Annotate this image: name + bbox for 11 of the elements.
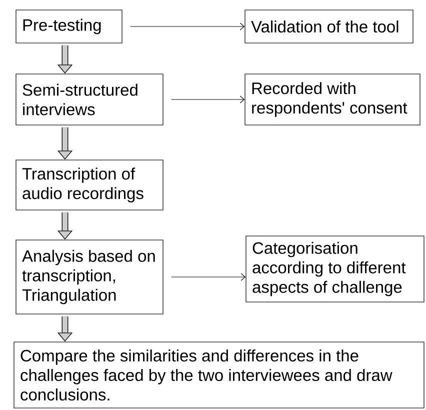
process-box: Categorisation according to different aspects of challenge <box>246 236 424 302</box>
process-box: Pre-testing <box>16 10 122 44</box>
arrow <box>171 273 246 281</box>
arrow <box>171 96 245 104</box>
process-box: Semi-structured interviews <box>16 74 164 126</box>
process-box: Compare the similarities and differences in the challenges faced by the two interviewees and draw conclusions. <box>14 342 424 408</box>
process-box: Transcription of audio recordings <box>16 160 164 210</box>
process-box: Validation of the tool <box>244 10 414 44</box>
process-box: Recorded with respondents' consent <box>244 74 420 126</box>
process-box: Analysis based on transcription, Triangulation <box>16 240 164 314</box>
arrow <box>130 22 245 30</box>
